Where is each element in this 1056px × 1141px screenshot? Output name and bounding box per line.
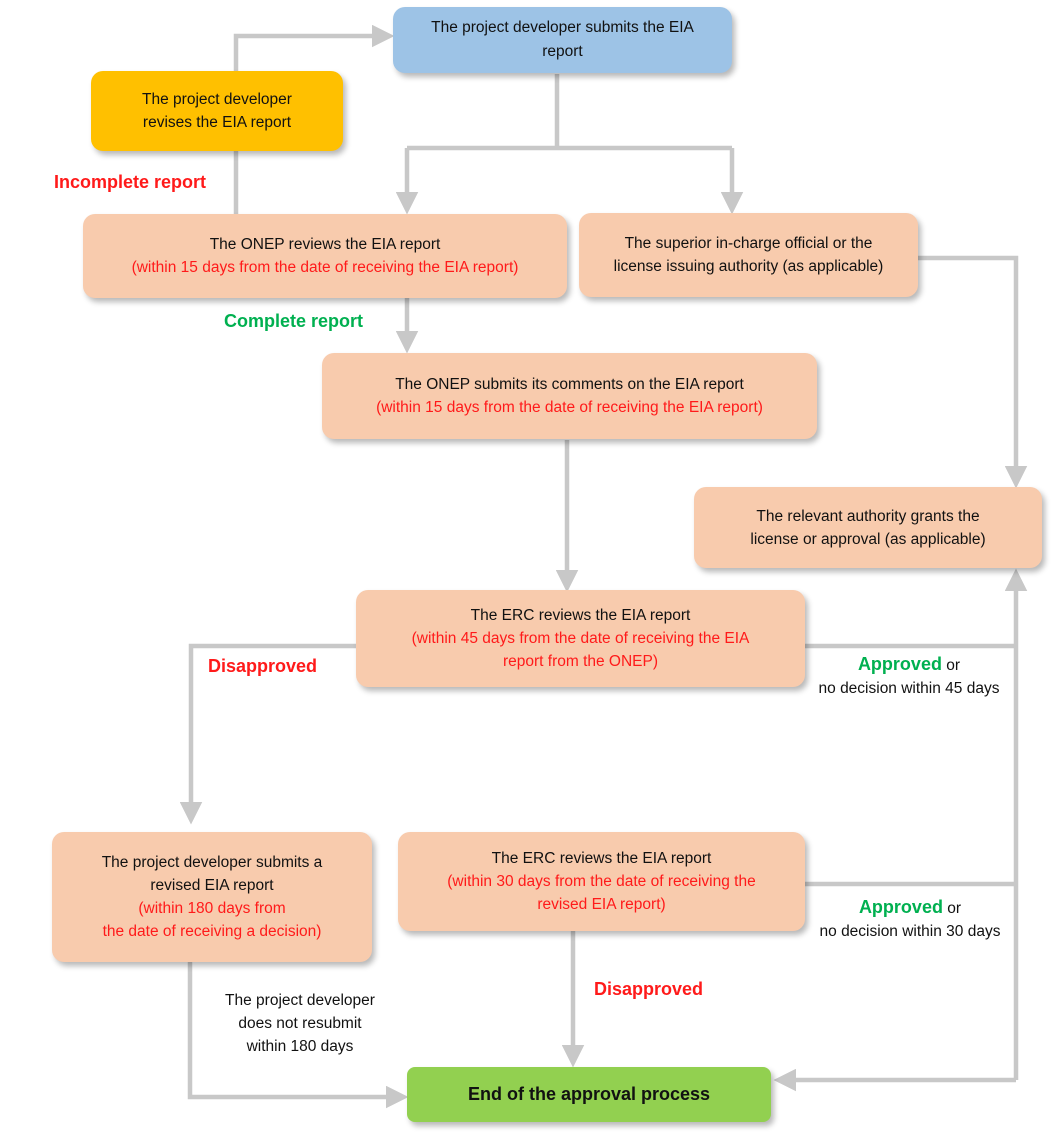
superior-official-box: The superior in-charge official or the l… <box>579 213 918 297</box>
approved-45-or: or <box>941 657 961 674</box>
connector-superior-to-grant <box>918 255 1028 489</box>
erc-review-30-deadline2: revised EIA report) <box>537 896 666 913</box>
complete-report-label: Complete report <box>224 311 364 331</box>
superior-official-line2: license issuing authority (as applicable… <box>613 258 884 275</box>
grant-license-line1: The relevant authority grants the <box>756 507 980 525</box>
erc-review-30-deadline1: (within 30 days from the date of receivi… <box>447 873 756 890</box>
onep-review-deadline: (within 15 days from the date of receivi… <box>131 259 519 276</box>
erc-review-45-deadline1: (within 45 days from the date of receivi… <box>411 630 750 647</box>
approved-45-line2: no decision within 45 days <box>818 680 1000 697</box>
resubmit-eia-line1: The project developer submits a <box>101 854 323 871</box>
revise-eia-box: The project developer revises the EIA re… <box>91 71 343 151</box>
erc-review-30-box: The ERC reviews the EIA report (within 3… <box>398 832 805 931</box>
superior-official-line1: The superior in-charge official or the <box>624 235 873 252</box>
no-resubmit-line2: does not resubmit <box>238 1015 362 1032</box>
onep-comments-line1: The ONEP submits its comments on the EIA… <box>395 376 744 393</box>
no-resubmit-line3: within 180 days <box>246 1038 354 1055</box>
onep-comments-box: The ONEP submits its comments on the EIA… <box>322 353 817 439</box>
approved-30-line2: no decision within 30 days <box>819 923 1001 940</box>
onep-review-line1: The ONEP reviews the EIA report <box>209 236 441 253</box>
revise-eia-line2: revises the EIA report <box>142 114 292 131</box>
erc-review-45-deadline2: report from the ONEP) <box>502 653 659 670</box>
connector-no-resubmit-to-end <box>187 962 409 1109</box>
resubmit-eia-line2: revised EIA report <box>150 877 274 894</box>
approved-30-note: Approved or no decision within 30 days <box>808 896 1012 943</box>
erc-review-45-line1: The ERC reviews the EIA report <box>470 607 691 624</box>
grant-license-line2: license or approval (as applicable) <box>750 530 986 548</box>
revise-eia-line1: The project developer <box>142 91 292 108</box>
approved-30-or: or <box>942 900 962 917</box>
no-resubmit-line1: The project developer <box>225 992 375 1009</box>
end-approval-label: End of the approval process <box>467 1084 711 1104</box>
no-resubmit-note: The project developer does not resubmit … <box>214 989 386 1058</box>
onep-comments-deadline: (within 15 days from the date of receivi… <box>376 399 763 416</box>
connector-incomplete-to-submit <box>233 24 395 214</box>
erc-review-45-box: The ERC reviews the EIA report (within 4… <box>356 590 805 687</box>
erc-review-30-line1: The ERC reviews the EIA report <box>491 850 712 867</box>
submit-eia-line1: The project developer submits the EIA <box>431 19 694 36</box>
submit-eia-line2: report <box>542 43 583 60</box>
disapproved-label-1: Disapproved <box>208 656 318 676</box>
disapproved-label-2: Disapproved <box>594 979 704 999</box>
approved-45-note: Approved or no decision within 45 days <box>808 653 1010 700</box>
approved-45-bold: Approved <box>857 654 942 674</box>
onep-review-box: The ONEP reviews the EIA report (within … <box>83 214 567 298</box>
resubmit-eia-box: The project developer submits a revised … <box>52 832 372 962</box>
incomplete-report-label: Incomplete report <box>54 172 207 192</box>
resubmit-eia-deadline2: the date of receiving a decision) <box>102 923 322 940</box>
grant-license-box: The relevant authority grants the licens… <box>694 487 1042 568</box>
approved-30-bold: Approved <box>858 897 943 917</box>
resubmit-eia-deadline1: (within 180 days from <box>138 900 286 917</box>
connector-erc1-disapproved <box>179 643 356 825</box>
submit-eia-box: The project developer submits the EIA re… <box>393 7 732 73</box>
end-approval-box: End of the approval process <box>407 1067 771 1122</box>
